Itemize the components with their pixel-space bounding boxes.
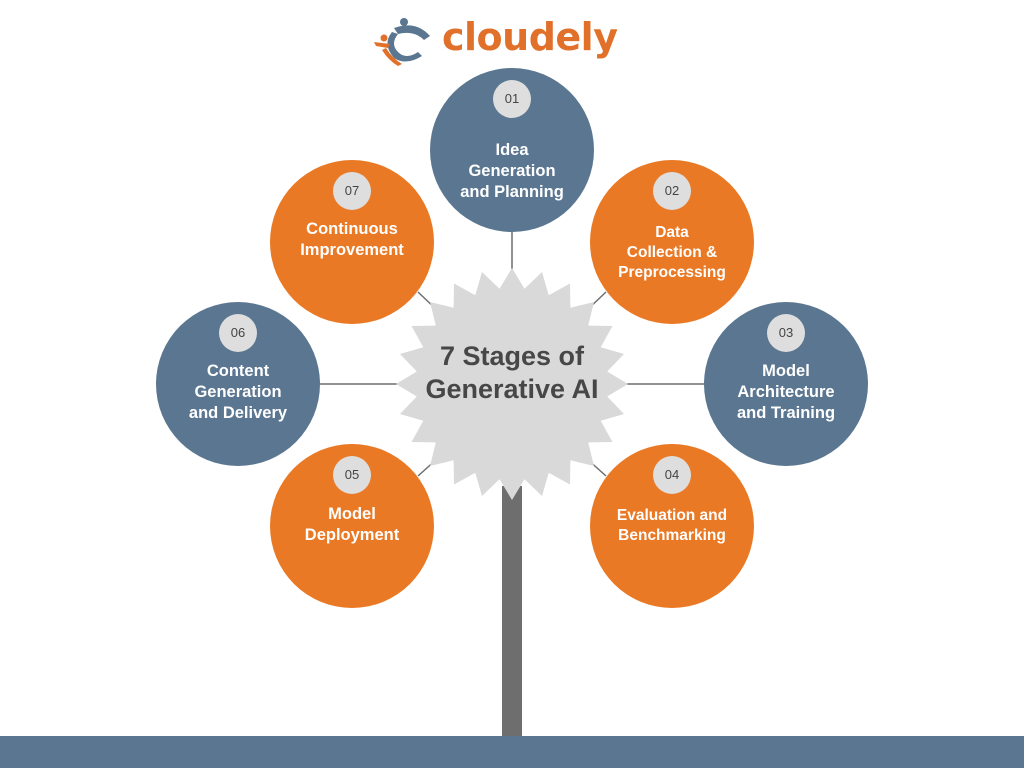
stage-label-line: and Planning	[460, 183, 564, 201]
brand-logo: cloudely	[372, 14, 622, 68]
center-starburst	[396, 268, 628, 500]
stage-label-line: Collection &	[626, 244, 718, 261]
brand-name: cloudely	[442, 15, 618, 59]
stage-label-line: Model	[762, 362, 810, 380]
stage-label-line: Evaluation and	[616, 507, 728, 524]
stage-number-badge: 01	[493, 80, 531, 118]
stage-label-line: Idea	[495, 141, 529, 159]
stage-04-circle: 04 Evaluation and Benchmarking	[590, 444, 754, 608]
stage-label: Evaluation and Benchmarking	[596, 506, 748, 546]
stage-number-badge: 03	[767, 314, 805, 352]
stage-label-line: Improvement	[300, 241, 404, 259]
stage-label-line: Deployment	[304, 526, 400, 544]
stage-label-line: and Delivery	[188, 404, 288, 422]
stage-01-circle: 01 Idea Generation and Planning	[430, 68, 594, 232]
stage-number-badge: 07	[333, 172, 371, 210]
center-title-line: Generative AI	[425, 374, 599, 404]
stage-label-line: Data	[655, 224, 689, 241]
stage-label-line: Content	[206, 362, 270, 380]
stage-label-line: Generation	[194, 383, 282, 401]
stage-label: Data Collection & Preprocessing	[596, 223, 748, 283]
center-title: 7 Stages of Generative AI	[400, 340, 624, 406]
connector-lines	[320, 232, 704, 477]
center-title-line: 7 Stages of	[439, 341, 585, 371]
stem	[502, 486, 522, 738]
stage-03-circle: 03 Model Architecture and Training	[704, 302, 868, 466]
stage-label: Continuous Improvement	[276, 219, 428, 261]
stage-number-badge: 05	[333, 456, 371, 494]
stage-label: Idea Generation and Planning	[436, 140, 588, 203]
stage-label-line: and Training	[736, 404, 836, 422]
stage-label-line: Generation	[468, 162, 556, 180]
stage-05-circle: 05 Model Deployment	[270, 444, 434, 608]
stage-number-badge: 04	[653, 456, 691, 494]
stage-label-line: Architecture	[737, 383, 835, 401]
cloudely-logo-icon	[374, 18, 430, 66]
stage-number-badge: 06	[219, 314, 257, 352]
stage-label: Model Architecture and Training	[710, 361, 862, 424]
stage-label-line: Continuous	[306, 220, 398, 238]
stage-label-line: Benchmarking	[618, 527, 726, 544]
footer-bar	[0, 736, 1024, 768]
stage-label: Model Deployment	[276, 504, 428, 546]
stage-label-line: Model	[328, 505, 376, 523]
stage-07-circle: 07 Continuous Improvement	[270, 160, 434, 324]
stage-number-badge: 02	[653, 172, 691, 210]
stage-label-line: Preprocessing	[618, 264, 726, 281]
stage-label: Content Generation and Delivery	[162, 361, 314, 424]
stage-02-circle: 02 Data Collection & Preprocessing	[590, 160, 754, 324]
stage-06-circle: 06 Content Generation and Delivery	[156, 302, 320, 466]
